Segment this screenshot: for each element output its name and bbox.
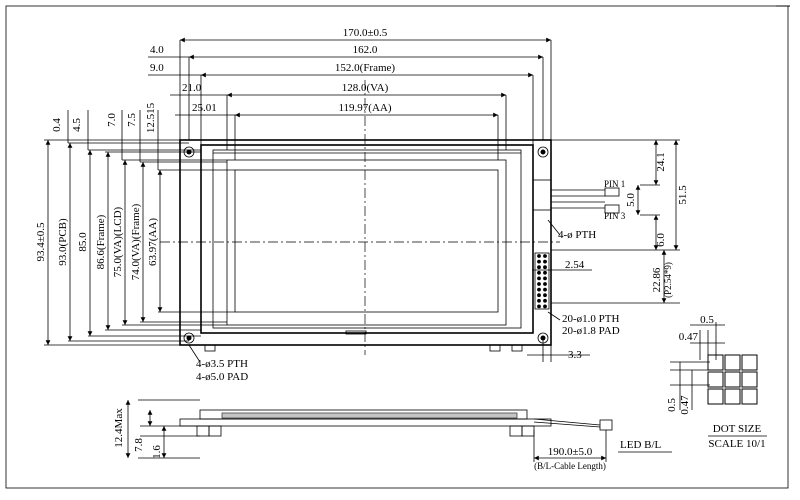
dot-cell bbox=[707, 371, 724, 388]
dim-overall-width: 170.0±0.5 bbox=[343, 27, 388, 39]
dim-offset-4-5: 4.5 bbox=[71, 118, 83, 132]
pin bbox=[537, 265, 541, 270]
pin bbox=[543, 254, 547, 258]
dot-dim-0-5-top: 0.5 bbox=[700, 314, 714, 326]
module-front-view bbox=[160, 80, 620, 355]
side-view-hatch bbox=[222, 413, 517, 418]
dot-cell bbox=[741, 371, 758, 388]
module-side-view bbox=[125, 399, 672, 462]
pin bbox=[537, 282, 541, 286]
pin bbox=[543, 293, 547, 298]
pin bbox=[537, 287, 541, 292]
dot-size-detail bbox=[670, 322, 758, 410]
label-20-pth: 20-ø1.0 PTH bbox=[562, 313, 620, 325]
pin bbox=[537, 254, 541, 258]
pin-header-outline bbox=[534, 252, 550, 310]
left-dimension-lines bbox=[44, 110, 235, 346]
dim-offset-25: 25.01 bbox=[192, 102, 217, 114]
dim-3-3: 3.3 bbox=[568, 349, 582, 361]
dot-cell bbox=[724, 388, 741, 405]
label-pin-1: PIN 1 bbox=[604, 179, 625, 189]
drawing-frame bbox=[5, 5, 789, 489]
dim-frame-width: 152.0(Frame) bbox=[335, 62, 396, 74]
dot-cell bbox=[724, 354, 741, 371]
label-20-pad: 20-ø1.8 PAD bbox=[562, 325, 620, 337]
dim-7-8: 7.8 bbox=[133, 438, 145, 452]
dim-frame-height: 86.6(Frame) bbox=[95, 214, 107, 269]
top-dimension-lines bbox=[148, 37, 552, 160]
dot-dim-0-47-side: 0.47 bbox=[679, 395, 691, 415]
label-pin-3: PIN 3 bbox=[604, 211, 626, 221]
dim-offset-4: 4.0 bbox=[150, 44, 164, 56]
right-dimension-lines bbox=[527, 139, 680, 362]
pin bbox=[537, 298, 541, 303]
pin bbox=[543, 282, 547, 286]
dot-cell bbox=[724, 371, 741, 388]
dim-offset-7-5: 7.5 bbox=[126, 113, 138, 127]
pin bbox=[543, 287, 547, 292]
dim-85: 85.0 bbox=[77, 232, 89, 252]
dim-162: 162.0 bbox=[353, 44, 378, 56]
dim-2-54: 2.54 bbox=[565, 259, 585, 271]
label-4-pad-holes: 4-ø5.0 PAD bbox=[196, 371, 248, 383]
dim-1-6: 1.6 bbox=[151, 445, 163, 459]
dim-5-0: 5.0 bbox=[625, 193, 637, 207]
dot-dim-0-47-top: 0.47 bbox=[679, 331, 699, 343]
dim-pcb-height: 93.0(PCB) bbox=[57, 218, 69, 266]
dim-24-1: 24.1 bbox=[655, 152, 667, 171]
dot-size-scale: SCALE 10/1 bbox=[708, 438, 765, 450]
dim-22-86: 22.86 bbox=[651, 267, 663, 292]
label-4-pth-holes: 4-ø3.5 PTH bbox=[196, 358, 248, 370]
dim-6-0: 6.0 bbox=[655, 233, 667, 247]
dim-pcb-total-height: 93.4±0.5 bbox=[35, 222, 47, 262]
dot-size-title: DOT SIZE bbox=[713, 423, 762, 435]
pin bbox=[537, 276, 541, 281]
dot-cell bbox=[707, 388, 724, 405]
dim-offset-12-515: 12.515 bbox=[145, 102, 157, 133]
dim-offset-9: 9.0 bbox=[150, 62, 164, 74]
pin bbox=[543, 259, 547, 264]
dim-offset-21: 21.0 bbox=[182, 82, 202, 94]
dot-cell bbox=[707, 354, 724, 371]
dim-offset-7-0: 7.0 bbox=[106, 113, 118, 127]
dot-cell bbox=[741, 388, 758, 405]
pin bbox=[537, 259, 541, 264]
pin bbox=[543, 304, 547, 309]
dim-51-5: 51.5 bbox=[677, 185, 689, 205]
dot-cell bbox=[741, 354, 758, 371]
pin bbox=[543, 276, 547, 281]
dim-cable-length: 190.0±5.0 bbox=[548, 446, 593, 458]
pin bbox=[537, 293, 541, 298]
dim-offset-0-4: 0.4 bbox=[51, 118, 63, 132]
pin-header bbox=[534, 252, 550, 310]
pin bbox=[543, 270, 547, 275]
dim-22-86-note: (P2.54*9) bbox=[663, 262, 673, 298]
dim-va-frame-height: 74.0(VA)(Frame) bbox=[130, 203, 142, 280]
pin bbox=[543, 265, 547, 270]
dot-dim-0-5-side: 0.5 bbox=[666, 398, 678, 412]
dim-aa-height: 63.97(AA) bbox=[147, 218, 159, 266]
dim-cable-note: (B/L-Cable Length) bbox=[534, 461, 606, 471]
pin bbox=[537, 270, 541, 275]
dim-va-lcd-height: 75.0(VA)(LCD) bbox=[112, 206, 124, 277]
label-led-bl: LED B/L bbox=[620, 439, 662, 451]
dim-12-4-max: 12.4Max bbox=[113, 408, 125, 448]
pin bbox=[537, 304, 541, 309]
label-4-pth: 4-ø PTH bbox=[558, 229, 596, 241]
pin bbox=[543, 298, 547, 303]
